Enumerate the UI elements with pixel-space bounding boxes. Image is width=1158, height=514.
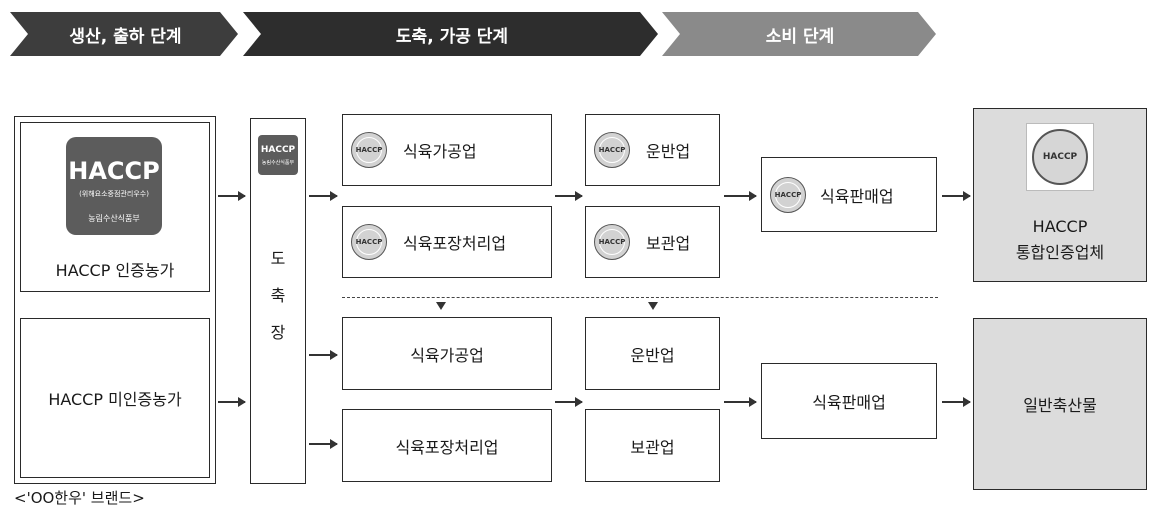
- flow-divider: [342, 297, 938, 298]
- haccp-badge-icon: HACCP: [351, 132, 387, 168]
- brand-caption: <'OO한우' 브랜드>: [14, 489, 145, 507]
- badge-text: HACCP: [598, 146, 626, 154]
- stage-banners: [10, 12, 936, 56]
- down-arrow-transport: [648, 302, 658, 310]
- uncertified-result-label: 일반축산물: [1023, 396, 1097, 415]
- certified-farm-label: HACCP 인증농가: [55, 261, 175, 280]
- integrated-haccp-badge-icon: HACCP: [1032, 129, 1088, 185]
- uncertified-farm-label: HACCP 미인증농가: [48, 390, 182, 409]
- uncertified-transport-label: 운반업: [630, 345, 675, 365]
- stage-label-consumption: 소비 단계: [765, 26, 835, 47]
- stage-label-production: 생산, 출하 단계: [69, 26, 182, 47]
- stage-arrow-consumption: [662, 12, 936, 56]
- uncertified-transport-box: 운반업: [585, 317, 720, 390]
- haccp-logo: HACCP (위해요소중점관리우수) 농림수산식품부: [66, 137, 162, 235]
- certified-storage-box: HACCP 보관업: [585, 206, 720, 278]
- slaughterhouse-char-3: 장: [270, 323, 286, 342]
- uncertified-retail-label: 식육판매업: [812, 393, 886, 412]
- uncertified-result-box: 일반축산물: [973, 318, 1147, 490]
- haccp-logo-title: HACCP: [68, 157, 160, 185]
- certified-result-box: HACCP HACCP 통합인증업체: [973, 108, 1147, 282]
- stage-arrow-production: [10, 12, 238, 56]
- certified-retail-label: 식육판매업: [820, 186, 894, 206]
- haccp-logo-ministry: 농림수산식품부: [88, 214, 140, 223]
- uncertified-storage-label: 보관업: [630, 437, 675, 457]
- slaughterhouse-logo-ministry: 농림수산식품부: [261, 160, 295, 166]
- badge-text: HACCP: [774, 190, 802, 199]
- uncertified-processing-box: 식육가공업: [342, 317, 552, 390]
- certified-retail-box: HACCP 식육판매업: [761, 157, 937, 232]
- certified-packaging-label: 식육포장처리업: [403, 234, 507, 253]
- certified-packaging-box: HACCP 식육포장처리업: [342, 206, 552, 278]
- down-arrow-processing: [436, 302, 446, 310]
- integrated-haccp-logo: HACCP: [1026, 123, 1094, 191]
- arrow-certified-to-transport: [555, 191, 583, 201]
- integrated-badge-text: HACCP: [1042, 152, 1078, 162]
- arrow-slaughterhouse-to-processing: [309, 350, 338, 360]
- haccp-badge-icon: HACCP: [594, 224, 630, 260]
- haccp-badge-icon: HACCP: [351, 224, 387, 260]
- arrow-certified-to-slaughterhouse: [218, 191, 246, 201]
- slaughterhouse-char-1: 도: [270, 249, 286, 268]
- stage-label-slaughter: 도축, 가공 단계: [395, 26, 509, 47]
- stage-arrow-slaughter: [243, 12, 658, 56]
- arrow-uncertified-to-retail: [724, 397, 757, 407]
- arrow-slaughterhouse-to-certified: [309, 191, 338, 201]
- badge-text: HACCP: [598, 238, 626, 246]
- certified-processing-label: 식육가공업: [403, 142, 477, 161]
- certified-processing-box: HACCP 식육가공업: [342, 114, 552, 186]
- certified-result-line1: HACCP: [1032, 217, 1088, 236]
- certified-transport-label: 운반업: [646, 142, 691, 161]
- farm-group: [14, 116, 216, 484]
- arrow-slaughterhouse-to-packaging: [309, 439, 338, 449]
- uncertified-packaging-box: 식육포장처리업: [342, 409, 552, 482]
- haccp-badge-icon: HACCP: [594, 132, 630, 168]
- uncertified-packaging-label: 식육포장처리업: [395, 437, 499, 457]
- badge-text: HACCP: [355, 146, 383, 154]
- uncertified-processing-label: 식육가공업: [410, 345, 484, 365]
- certified-farm-box: HACCP (위해요소중점관리우수) 농림수산식품부 HACCP 인증농가: [20, 122, 210, 292]
- certified-transport-box: HACCP 운반업: [585, 114, 720, 186]
- haccp-badge-icon: HACCP: [770, 176, 806, 213]
- slaughterhouse-logo-title: HACCP: [260, 145, 296, 155]
- slaughterhouse-logo: HACCP 농림수산식품부: [258, 135, 298, 175]
- haccp-logo-subtitle: (위해요소중점관리우수): [79, 190, 149, 198]
- uncertified-storage-box: 보관업: [585, 409, 720, 482]
- badge-text: HACCP: [355, 238, 383, 246]
- certified-storage-label: 보관업: [646, 234, 691, 253]
- slaughterhouse-box: HACCP 농림수산식품부 도 축 장: [250, 118, 306, 484]
- slaughterhouse-char-2: 축: [270, 286, 286, 305]
- arrow-certified-to-result: [942, 191, 971, 201]
- uncertified-retail-box: 식육판매업: [761, 363, 937, 439]
- uncertified-farm-box: HACCP 미인증농가: [20, 318, 210, 478]
- arrow-uncertified-to-slaughterhouse: [218, 397, 246, 407]
- arrow-uncertified-to-result: [942, 397, 971, 407]
- certified-result-line2: 통합인증업체: [1015, 243, 1105, 262]
- arrow-uncertified-to-transport: [555, 397, 583, 407]
- arrow-certified-to-retail: [724, 191, 757, 201]
